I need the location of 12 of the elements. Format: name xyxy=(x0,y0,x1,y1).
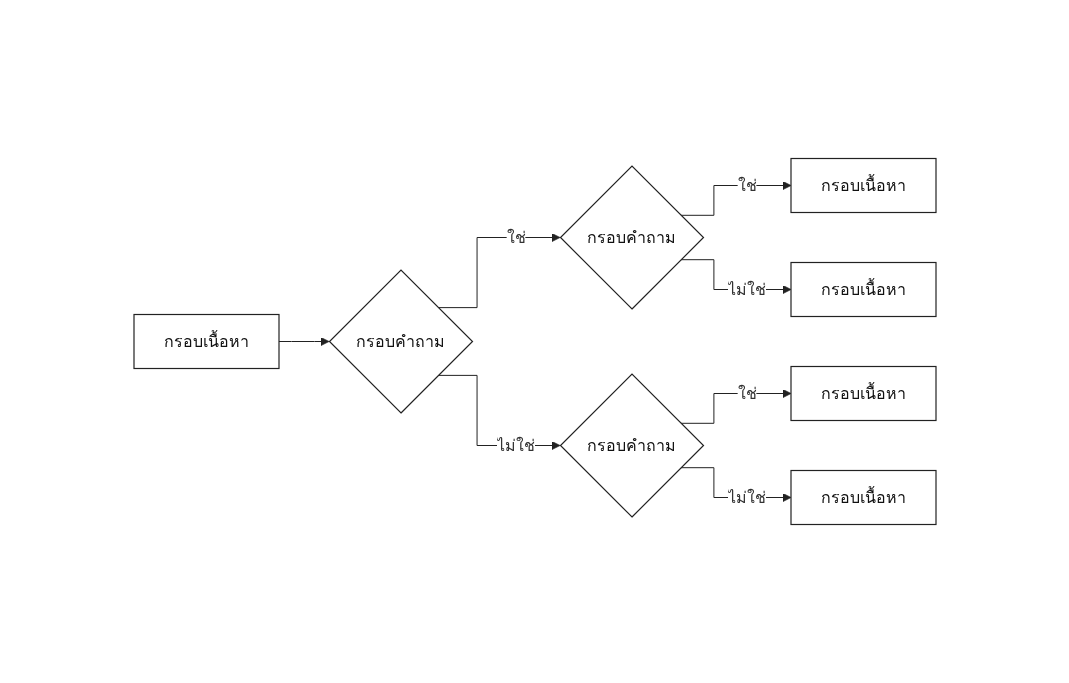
edge-label: ใช่ xyxy=(506,228,525,246)
node-box: กรอบเนื้อหา xyxy=(789,261,937,318)
node-box: กรอบเนื้อหา xyxy=(789,469,937,526)
node-diamond: กรอบคำถาม xyxy=(328,269,473,414)
edge-label: ใช่ xyxy=(737,384,756,402)
node-diamond: กรอบคำถาม xyxy=(559,165,704,310)
node-diamond: กรอบคำถาม xyxy=(559,373,704,518)
node-box: กรอบเนื้อหา xyxy=(789,365,937,422)
node-box: กรอบเนื้อหา xyxy=(789,157,937,214)
edge-label: ใช่ xyxy=(737,176,756,194)
node-box: กรอบเนื้อหา xyxy=(132,313,280,370)
arrow xyxy=(278,337,329,346)
